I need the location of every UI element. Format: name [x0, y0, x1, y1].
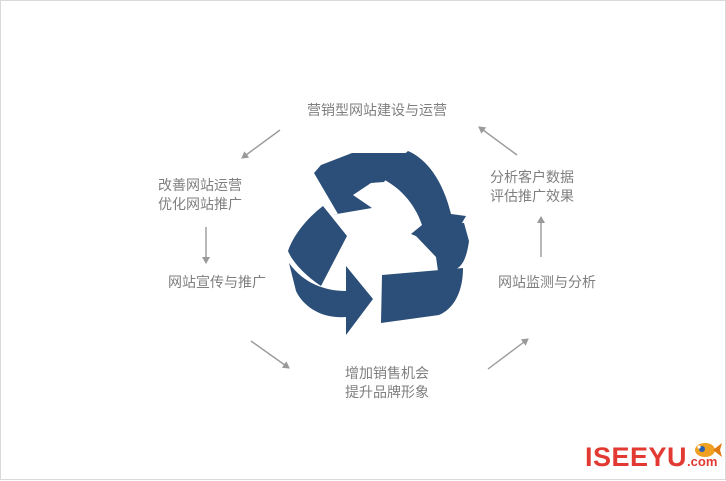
label-right-middle: 网站监测与分析: [498, 275, 596, 291]
recycle-segment-right: [416, 223, 469, 271]
arrow-right-to-top: [478, 126, 518, 156]
recycle-segment-bottom-left: [289, 263, 373, 335]
label-right-upper-line1: 分析客户数据: [490, 170, 574, 186]
label-right-upper-line2: 评估推广效果: [490, 189, 574, 205]
logo-suffix: .com: [687, 454, 718, 469]
label-bottom-line1: 增加销售机会: [345, 366, 429, 382]
recycle-segment-upper-left: [314, 153, 406, 215]
logo: ISEEYU.com: [585, 442, 717, 477]
label-top: 营销型网站建设与运营: [307, 103, 447, 119]
label-left-upper-line2: 优化网站推广: [158, 197, 242, 213]
recycle-segment-bottom-right: [381, 268, 463, 323]
arrow-left-to-bottom: [250, 340, 290, 369]
arrow-bottom-to-right: [487, 338, 529, 370]
label-bottom-line2: 提升品牌形象: [345, 385, 429, 401]
fish-icon: [695, 443, 722, 457]
label-left-middle: 网站宣传与推广: [168, 275, 266, 291]
label-left-upper-line1: 改善网站运营: [158, 178, 242, 194]
arrow-top-to-left: [241, 129, 281, 159]
recycle-segment-left: [288, 206, 347, 286]
logo-text: ISEEYU: [585, 442, 688, 472]
